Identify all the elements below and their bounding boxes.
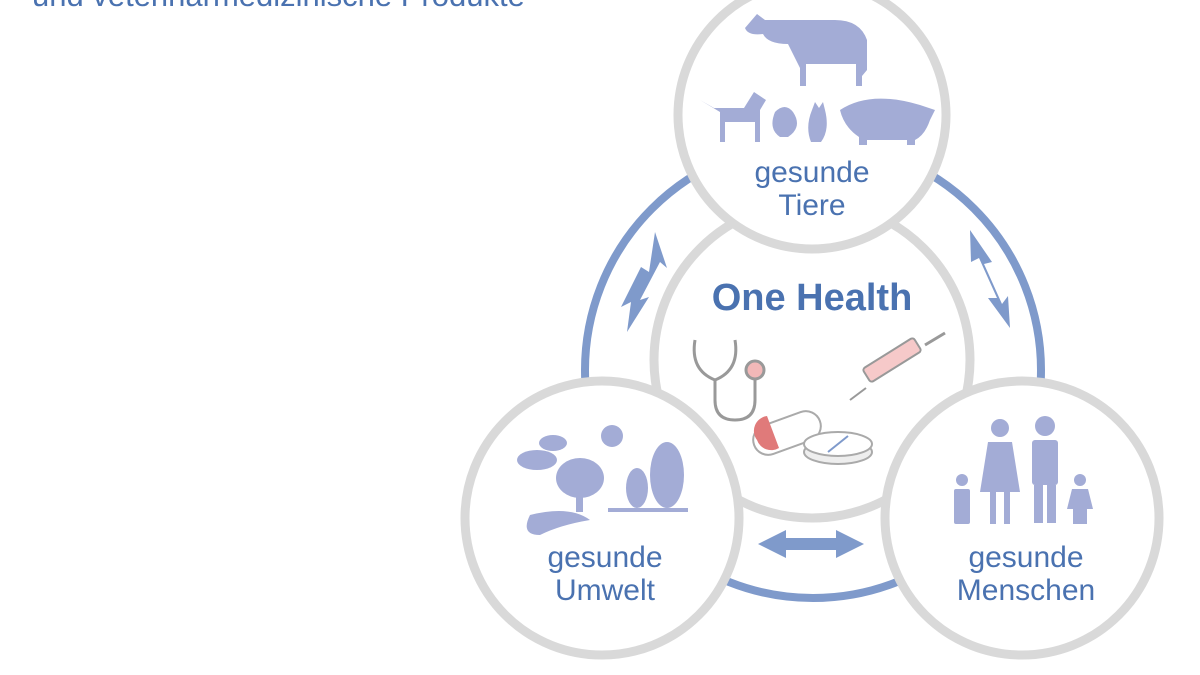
- double-arrow-right-icon: [970, 230, 1010, 328]
- stethoscope-icon: [692, 339, 766, 422]
- syringe-icon: [849, 331, 946, 401]
- animals-label-line2: Tiere: [778, 189, 845, 222]
- tree-icon: [556, 458, 604, 498]
- animals-icon: [700, 14, 935, 145]
- chicken-icon: [772, 107, 797, 137]
- pig-icon: [840, 98, 935, 145]
- environment-icon: [517, 425, 688, 535]
- animals-circle: gesunde Tiere: [673, 0, 951, 254]
- river-icon: [526, 511, 590, 535]
- cat-icon: [808, 102, 827, 142]
- cow-icon: [745, 14, 867, 86]
- center-title: One Health: [712, 277, 913, 319]
- double-arrow-left-icon: [621, 232, 667, 332]
- cloud-icon: [539, 435, 567, 451]
- sun-icon: [601, 425, 623, 447]
- environment-label-line1: gesunde: [547, 541, 662, 574]
- humans-label-line2: Menschen: [957, 574, 1095, 607]
- environment-circle: gesunde Umwelt: [460, 376, 744, 660]
- environment-label-line2: Umwelt: [555, 574, 656, 607]
- tree-icon: [650, 442, 684, 508]
- dog-icon: [700, 92, 766, 142]
- tablet-icon: [803, 431, 873, 465]
- tree-icon: [626, 468, 648, 508]
- family-icon: [954, 416, 1093, 524]
- humans-circle: gesunde Menschen: [880, 376, 1164, 660]
- capsule-icon: [752, 410, 822, 456]
- animals-label-line1: gesunde: [754, 156, 869, 189]
- humans-label-line1: gesunde: [968, 541, 1083, 574]
- headline: und veterinärmedizinische Produkte: [32, 0, 525, 14]
- cloud-icon: [517, 450, 557, 470]
- double-arrow-bottom-icon: [758, 530, 864, 558]
